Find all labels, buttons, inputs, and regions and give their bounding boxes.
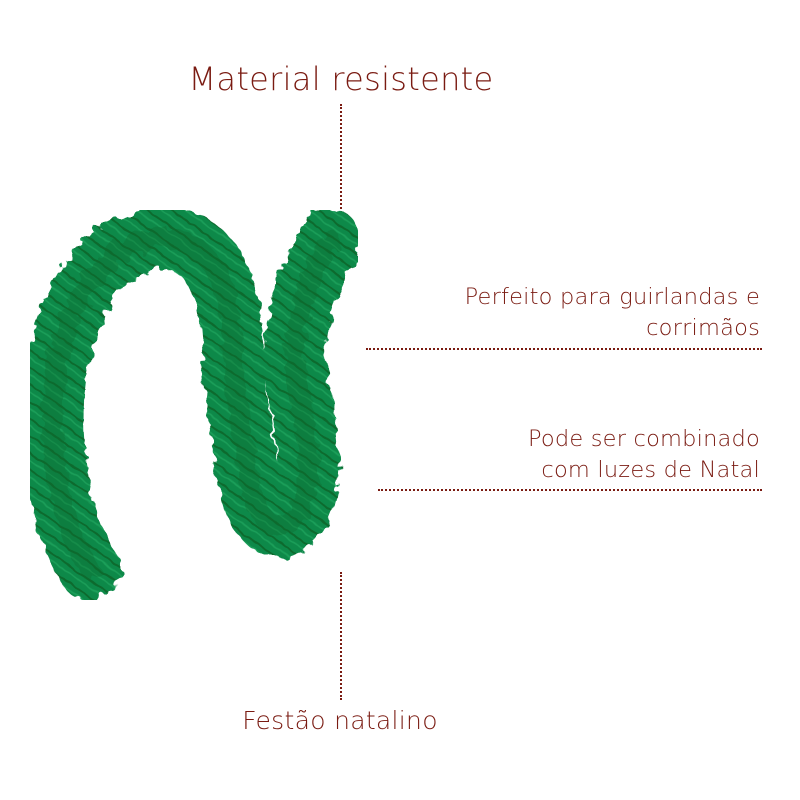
feature-luzes: Pode ser combinado com luzes de Natal (528, 424, 760, 486)
callout-line-guirlandas (366, 348, 762, 350)
callout-line-top (340, 104, 342, 244)
feature-luzes-line2: com luzes de Natal (541, 457, 760, 483)
feature-guirlandas-line1: Perfeito para guirlandas e (464, 284, 760, 310)
callout-line-bottom (340, 572, 342, 700)
feature-guirlandas: Perfeito para guirlandas e corrimãos (465, 282, 760, 344)
callout-line-luzes (378, 489, 762, 491)
product-caption: Festão natalino (242, 706, 438, 735)
christmas-garland-image (30, 210, 361, 600)
feature-luzes-line1: Pode ser combinado (527, 426, 760, 452)
feature-title-material: Material resistente (188, 60, 494, 98)
feature-guirlandas-line2: corrimãos (646, 315, 760, 341)
